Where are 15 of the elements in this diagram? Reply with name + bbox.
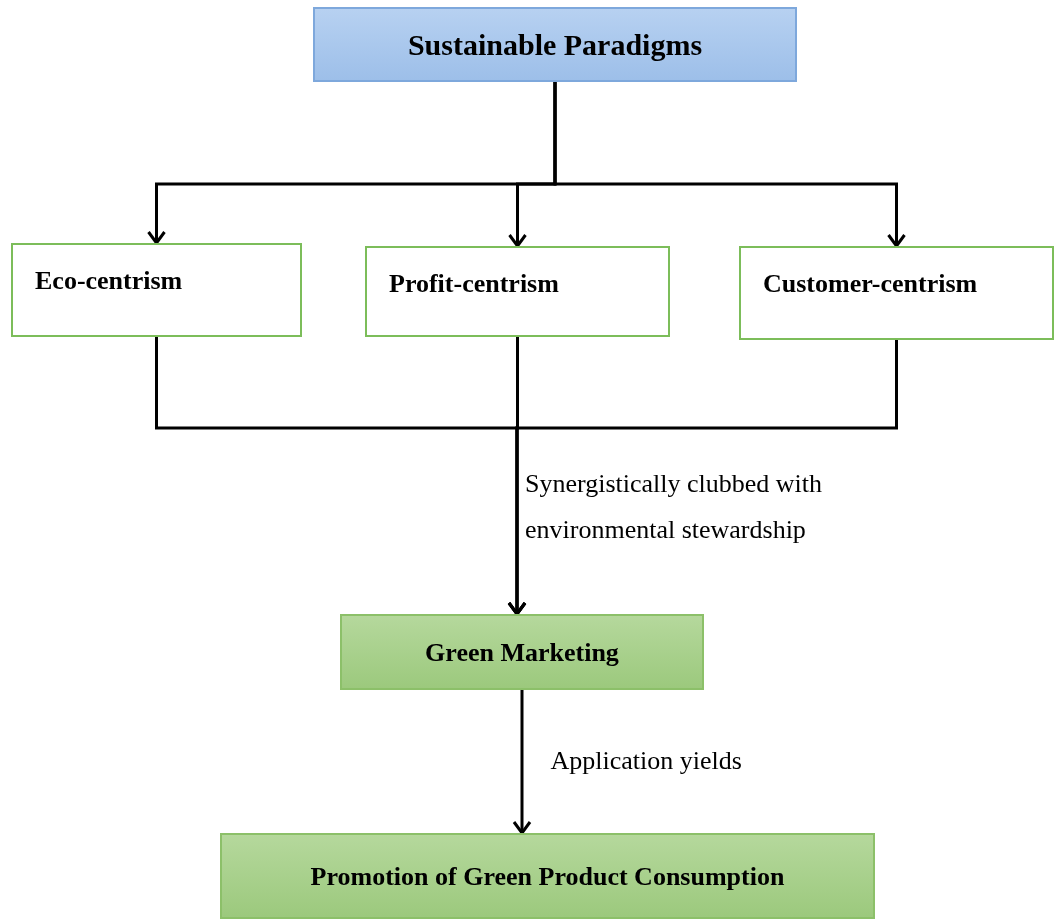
process-box <box>365 246 670 337</box>
arrow <box>507 340 898 616</box>
box-label: Eco-centrism <box>35 265 183 297</box>
box-label: Promotion of Green Product Consumption <box>310 860 785 893</box>
box-label: Sustainable Paradigms <box>407 27 703 63</box>
arrow <box>553 82 906 248</box>
process-box <box>11 243 302 337</box>
process-box <box>340 614 704 690</box>
process-box <box>220 833 875 919</box>
box-label: Green Marketing <box>425 636 619 669</box>
process-box <box>313 7 797 82</box>
process-box <box>739 246 1054 340</box>
arrow <box>512 690 532 835</box>
box-label: Customer-centrism <box>763 268 978 300</box>
box-label: Profit-centrism <box>389 268 559 300</box>
